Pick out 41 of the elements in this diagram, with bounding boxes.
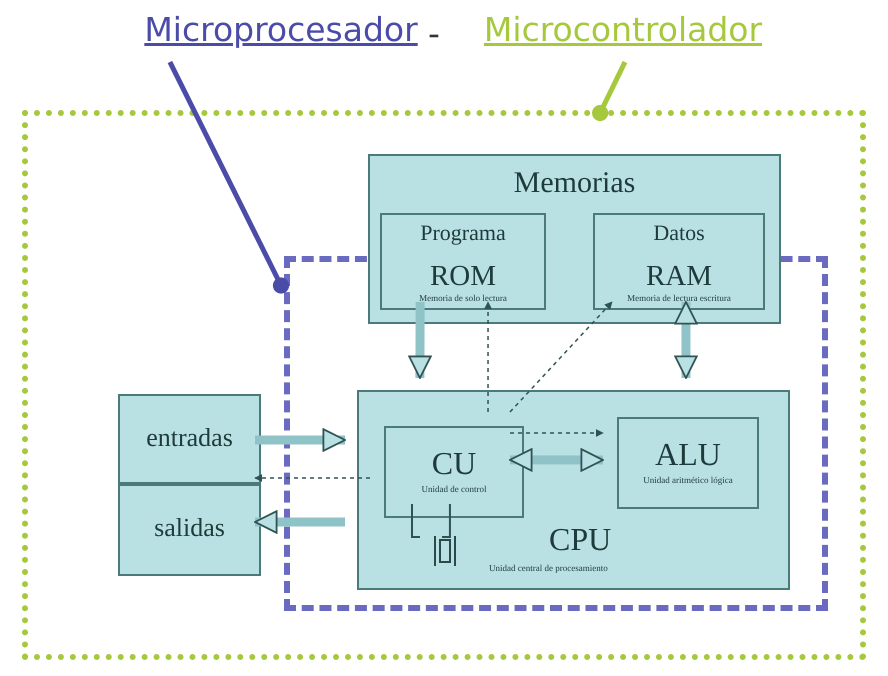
arrow [254, 474, 370, 482]
connector-line [442, 504, 451, 538]
arrow [509, 448, 604, 472]
block-box [380, 213, 546, 310]
crystal-oscillator-icon [434, 536, 456, 566]
title-word: Microcontrolador [482, 12, 764, 48]
box-subtitle: Memoria de lectura escritura [627, 294, 731, 304]
box-label: salidas [154, 514, 225, 543]
block-box [118, 394, 261, 484]
arrow [510, 429, 604, 437]
cpu-block [357, 390, 790, 590]
title-separator: - [428, 14, 440, 53]
connector-line [411, 504, 420, 538]
box-subtitle: Unidad de control [422, 485, 486, 496]
arrow [254, 510, 345, 534]
block-box [593, 213, 765, 310]
box-subtitle: Memoria de solo lectura [419, 294, 507, 304]
leader-line [592, 60, 628, 122]
box-label: entradas [146, 424, 233, 453]
box-subtitle: Unidad central de procesamiento [489, 564, 608, 574]
box-heading: ROM [430, 261, 496, 294]
arrow [509, 301, 613, 412]
arrow [484, 301, 492, 412]
box-heading: Datos [653, 221, 705, 246]
arrow [255, 428, 346, 452]
arrow [408, 302, 432, 379]
title-word: Microprocesador [143, 12, 419, 48]
dotted-region-outline [22, 110, 866, 660]
block-box [617, 417, 759, 509]
arrow [674, 301, 698, 379]
leader-line [168, 60, 290, 294]
box-subtitle: Unidad aritmético lógica [643, 476, 733, 486]
box-heading: RAM [646, 261, 712, 294]
block-box [118, 484, 261, 576]
block-box [384, 426, 524, 518]
box-heading: CPU [549, 522, 612, 558]
box-heading: ALU [655, 437, 721, 472]
box-heading: Programa [420, 221, 506, 246]
box-heading: Memorias [514, 166, 636, 199]
box-heading: CU [432, 446, 476, 482]
memory-panel [368, 154, 781, 324]
